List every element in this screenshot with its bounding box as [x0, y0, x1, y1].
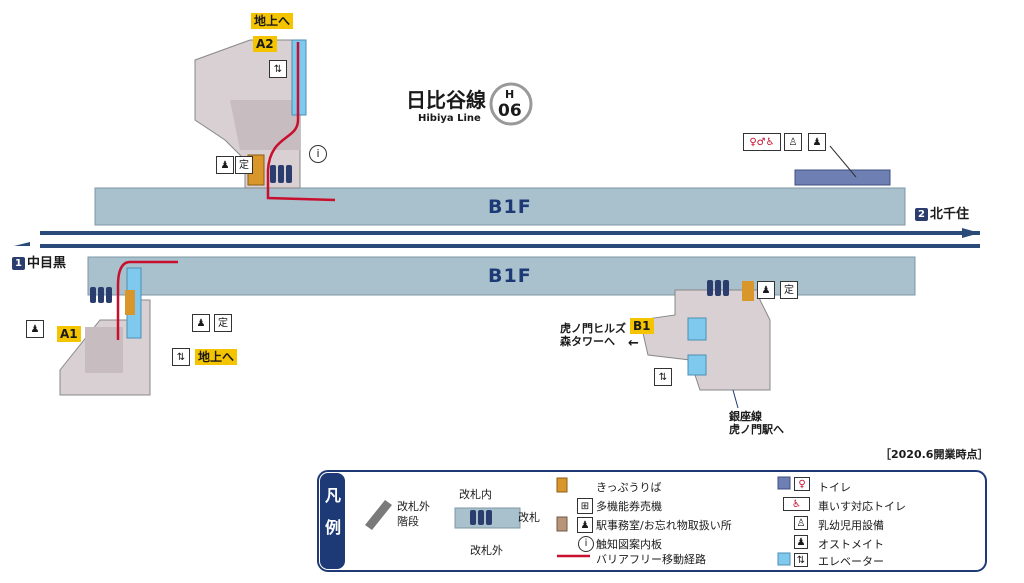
direction-number-2: 2	[915, 208, 928, 221]
elevator-icon: ⇅	[172, 348, 190, 366]
toilet-legend-icon: ♀	[794, 477, 810, 491]
line-code-letter: H	[505, 88, 515, 101]
ginza-transfer-label: 銀座線虎ノ門駅へ	[729, 410, 784, 436]
line-name-ja: 日比谷線	[406, 88, 486, 112]
multi-ticket-icon: ⊞	[577, 498, 593, 514]
station-office-icon: ♟	[26, 320, 44, 338]
baby-care-legend-icon: ♙	[794, 516, 808, 530]
exit-a1-up-label: 地上へ	[195, 349, 238, 365]
direction-nakameguro-label: 中目黒	[27, 256, 67, 271]
arrow-left-icon	[14, 242, 30, 246]
line-name-en: Hibiya Line	[418, 113, 481, 124]
exit-b1-destination: 虎ノ門ヒルズ森タワーへ	[560, 322, 626, 348]
track-upper	[40, 231, 980, 235]
legend-gate-inside: 改札内	[459, 488, 492, 501]
direction-kitasenju-label: 北千住	[930, 207, 970, 222]
exit-b1-destination-line2: 森タワーへ	[560, 335, 615, 348]
line-code-number: 06	[498, 101, 522, 121]
legend-title-2: 例	[325, 518, 342, 537]
date-note: ［2020.6開業時点］	[880, 448, 989, 461]
a1-barrier-free-route	[116, 260, 178, 340]
legend-title-1: 凡	[325, 486, 342, 505]
station-office-icon: ♟	[192, 314, 210, 332]
legend-tactile-map: 触知図案内板	[596, 538, 662, 551]
legend-ticket: きっぷうりば	[596, 481, 662, 494]
legend-ostomate: オストメイト	[818, 538, 884, 551]
legend-accessible-toilet: 車いす対応トイレ	[818, 500, 906, 513]
legend-barrier-free-route: バリアフリー移動経路	[596, 553, 706, 566]
upper-concourse	[94, 187, 906, 226]
exit-b1-arrow-icon: ←	[628, 336, 639, 351]
exit-a1-label: A1	[57, 326, 81, 342]
a2-barrier-free-route	[266, 42, 336, 202]
exit-a2-up-label: 地上へ	[251, 13, 294, 29]
elevator-legend-icon: ⇅	[794, 553, 808, 567]
legend-stairs-outside-line2: 階段	[397, 515, 419, 528]
info-legend-icon: i	[578, 536, 594, 552]
toilet-icon: ♀♂♿	[743, 133, 781, 151]
legend-baby-care: 乳幼児用設備	[818, 519, 884, 532]
commuter-pass-icon: 定	[235, 156, 253, 174]
legend-stairs-outside: 改札外階段	[397, 499, 430, 529]
line-badge	[489, 82, 533, 126]
toilet-block	[794, 169, 891, 186]
legend-box	[317, 470, 987, 572]
arrow-right-icon	[962, 228, 980, 238]
exit-b1-label: B1	[630, 318, 654, 334]
baby-care-icon: ♙	[784, 133, 802, 151]
legend-toilet: トイレ	[818, 481, 851, 494]
ginza-transfer-line2: 虎ノ門駅へ	[729, 423, 784, 436]
info-board-icon: i	[309, 145, 327, 163]
station-office-icon: ♟	[757, 281, 775, 299]
legend-stairs-outside-line1: 改札外	[397, 500, 430, 513]
ostomate-icon: ♟	[808, 133, 826, 151]
commuter-pass-icon: 定	[214, 314, 232, 332]
commuter-pass-icon: 定	[780, 281, 798, 299]
floor-label-upper: B1F	[488, 196, 532, 218]
station-office-legend-icon: ♟	[577, 517, 593, 533]
ostomate-legend-icon: ♟	[794, 535, 808, 549]
direction-number-1: 1	[12, 257, 25, 270]
elevator-icon: ⇅	[654, 368, 672, 386]
legend-multi-ticket: 多機能券売機	[596, 500, 662, 513]
elevator-icon: ⇅	[269, 60, 287, 78]
accessible-toilet-legend-icon: ♿	[783, 497, 810, 511]
ginza-transfer-line1: 銀座線	[729, 410, 762, 423]
station-office-icon: ♟	[216, 156, 234, 174]
legend-gate: 改札	[518, 511, 540, 524]
legend-station-office: 駅事務室/お忘れ物取扱い所	[596, 519, 732, 532]
exit-a2-label: A2	[253, 36, 277, 52]
legend-elevator: エレベーター	[818, 555, 884, 568]
exit-b1-destination-line1: 虎ノ門ヒルズ	[560, 322, 626, 335]
floor-label-lower: B1F	[488, 265, 532, 287]
legend-gate-outside: 改札外	[470, 544, 503, 557]
track-lower	[40, 244, 980, 248]
